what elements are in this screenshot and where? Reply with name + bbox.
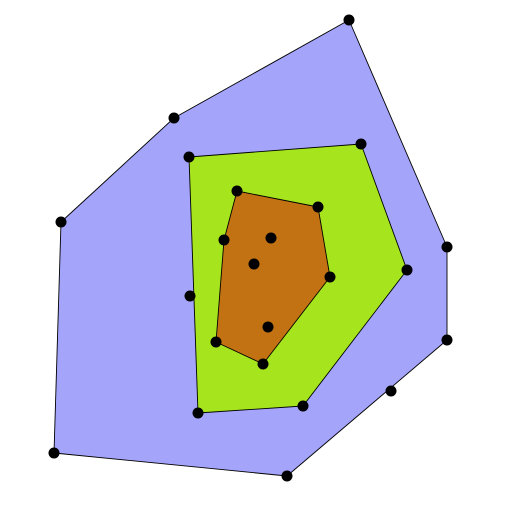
- vertex-points: [48, 14, 453, 482]
- outer-hull-vertex: [48, 447, 60, 459]
- outer-edge-point: [385, 385, 397, 397]
- interior-point: [265, 232, 277, 244]
- middle-hull-vertex: [297, 400, 309, 412]
- middle-hull-vertex: [183, 151, 195, 163]
- inner-hull-vertex: [210, 336, 222, 348]
- inner-hull-vertex: [231, 185, 243, 197]
- inner-hull-vertex: [324, 271, 336, 283]
- inner-hull-vertex: [257, 358, 269, 370]
- interior-point: [248, 258, 260, 270]
- middle-hull-vertex: [355, 138, 367, 150]
- interior-point: [262, 321, 274, 333]
- middle-hull-vertex: [192, 407, 204, 419]
- middle-hull-vertex: [401, 264, 413, 276]
- outer-hull-vertex: [441, 334, 453, 346]
- outer-hull-vertex: [441, 241, 453, 253]
- inner-hull-vertex: [312, 201, 324, 213]
- outer-hull-vertex: [55, 216, 67, 228]
- inner-hull-vertex: [218, 234, 230, 246]
- outer-hull-vertex: [168, 112, 180, 124]
- outer-hull-vertex: [281, 470, 293, 482]
- middle-edge-point: [184, 290, 196, 302]
- outer-hull-vertex: [343, 14, 355, 26]
